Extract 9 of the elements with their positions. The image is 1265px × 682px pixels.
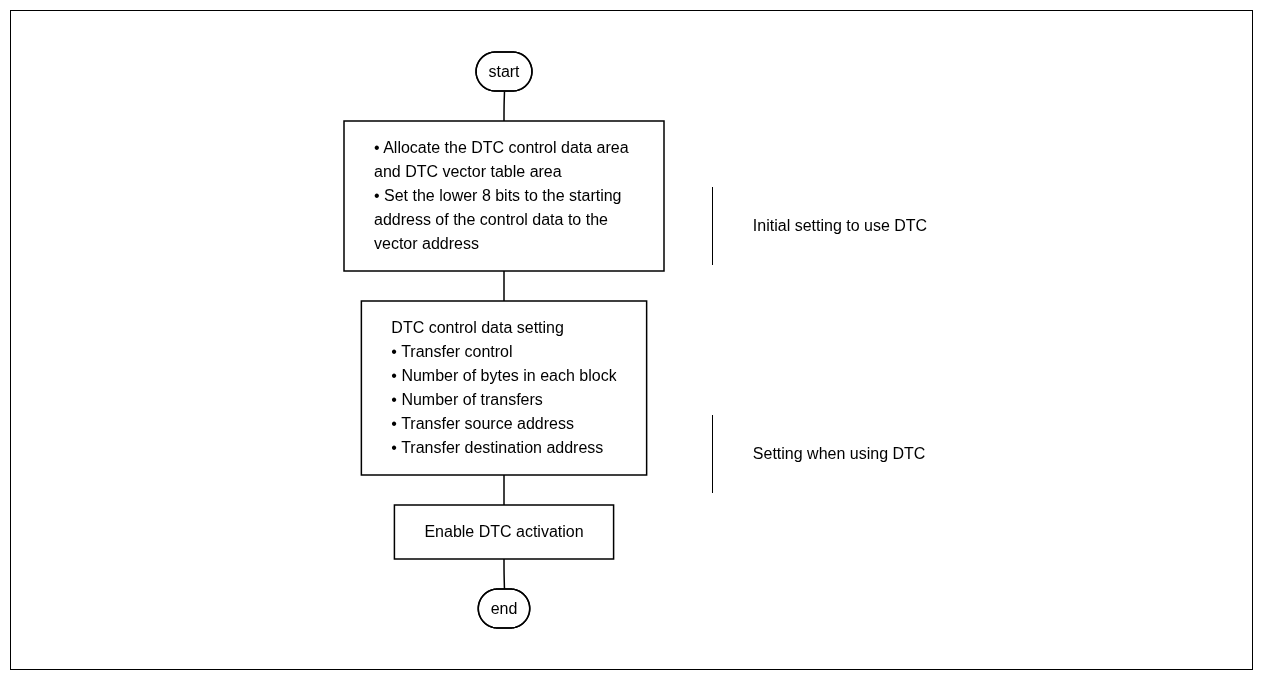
- node-box: • Allocate the DTC control data area and DTC vector table area • Set the lower 8 bits to the starting address of the control data to the vector address: [343, 120, 665, 272]
- connector: [503, 90, 506, 122]
- bracket-label: Setting when using DTC: [711, 415, 928, 493]
- connector: [503, 270, 505, 302]
- connector: [503, 558, 506, 591]
- node-box: DTC control data setting • Transfer control • Number of bytes in each block • Number of transfers • Transfer source address • Transfer destination address: [360, 300, 648, 476]
- connector: [503, 474, 505, 506]
- node-box: Enable DTC activation: [393, 504, 615, 560]
- bracket-label: Initial setting to use DTC: [711, 187, 928, 265]
